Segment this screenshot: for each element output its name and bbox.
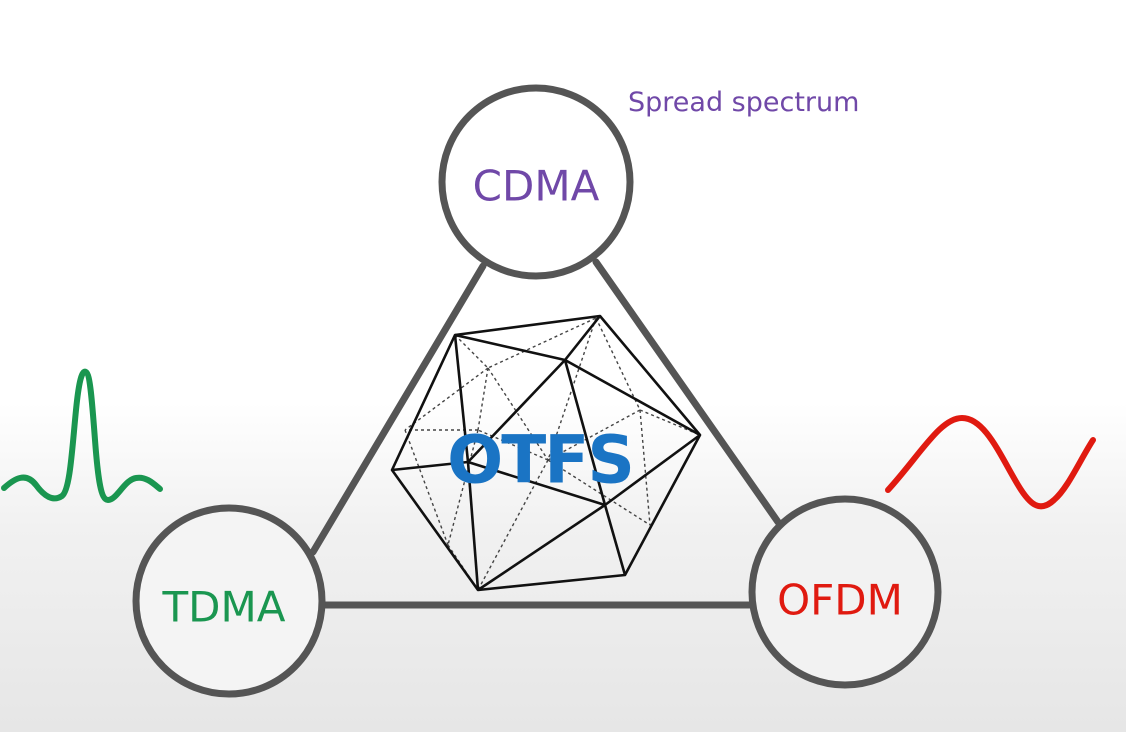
node-ofdm-circle: [748, 495, 942, 689]
edge-cdma-ofdm: [592, 258, 782, 526]
node-cdma-label: CDMA: [473, 162, 600, 211]
spread-spectrum-annotation: Spread spectrum: [628, 87, 859, 118]
node-ofdm-label: OFDM: [777, 576, 903, 625]
center-label: OTFS: [447, 422, 633, 499]
icosahedron-visible-edges: [390, 314, 702, 592]
icosahedron-icon: [390, 314, 702, 592]
node-cdma: CDMA: [438, 84, 634, 280]
node-tdma-circle: [132, 504, 326, 698]
edge-cdma-tdma: [309, 262, 487, 556]
node-ofdm: OFDM: [748, 495, 942, 689]
sine-wave-icon: [885, 415, 1096, 510]
node-tdma-label: TDMA: [162, 583, 286, 632]
sinc-pulse-icon: [1, 368, 163, 503]
node-cdma-circle: [438, 84, 634, 280]
node-tdma: TDMA: [132, 504, 326, 698]
triangle-edges: [309, 258, 782, 609]
